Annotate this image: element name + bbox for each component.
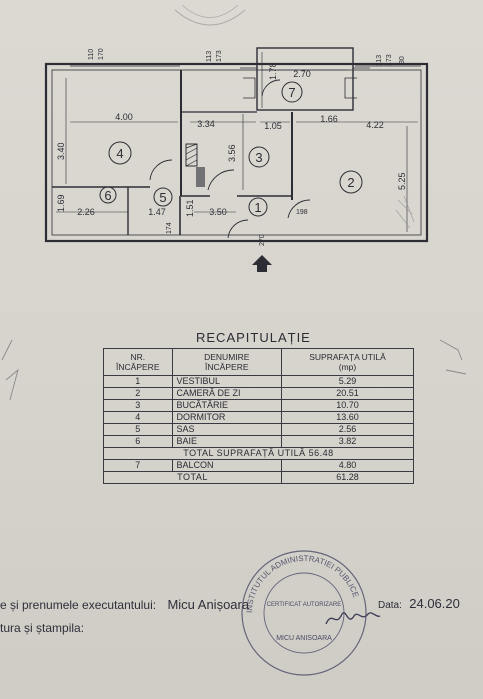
dim-113: 113 <box>206 51 213 62</box>
total-util-row: TOTAL SUPRAFAȚĂ UTILĂ 56.48 <box>103 447 414 460</box>
dim-110: 110 <box>88 49 95 60</box>
row-name: SAS <box>171 423 283 436</box>
balcon-area: 4.80 <box>281 459 414 472</box>
dim-270: 2.70 <box>293 69 311 79</box>
row-name: BAIE <box>171 435 283 448</box>
dimension-lines <box>56 52 418 232</box>
room-markers: 1 2 3 4 5 6 7 <box>99 81 363 217</box>
ventilation-shafts <box>185 143 205 187</box>
balcon-name: BALCON <box>171 459 283 472</box>
entrance-arrow-icon <box>252 255 272 272</box>
row-area: 2.56 <box>281 423 414 436</box>
dim-334: 3.34 <box>197 119 215 129</box>
table-row: 2 CAMERĂ DE ZI 20.51 <box>103 387 414 400</box>
balcony-rail <box>240 67 370 99</box>
room-number-1: 1 <box>254 200 261 215</box>
room-number-5: 5 <box>159 190 166 205</box>
balcony-outline <box>256 47 354 111</box>
dim-166: 1.66 <box>320 114 338 124</box>
dim-178: 1.78 <box>268 62 278 80</box>
dim-105: 1.05 <box>264 121 282 131</box>
room-number-2: 2 <box>347 175 354 190</box>
dim-174: 174 <box>166 222 173 234</box>
dim-173-right: 173 <box>386 54 393 66</box>
total-row: TOTAL 61.28 <box>102 471 414 484</box>
room-number-7: 7 <box>288 85 295 100</box>
total-util-label: TOTAL SUPRAFAȚĂ UTILĂ 56.48 <box>103 447 414 460</box>
dim-340: 3.40 <box>56 142 66 160</box>
row-nr: 6 <box>103 435 173 448</box>
dimension-labels: 110 170 113 173 113 173 30 1.78 2.70 4.0… <box>56 48 407 246</box>
row-nr: 5 <box>103 423 173 436</box>
dim-350: 3.50 <box>209 207 227 217</box>
dim-270-door: 270 <box>259 234 266 246</box>
footer-date-label: Data: <box>378 600 402 611</box>
total-label: TOTAL <box>102 471 283 484</box>
footer-date: Data: 24.06.20 <box>378 596 460 611</box>
floor-plan: 1 2 3 4 5 6 7 110 170 113 173 113 173 30 <box>44 4 429 272</box>
dim-147: 1.47 <box>148 207 166 217</box>
dim-525: 5.25 <box>397 172 407 190</box>
table-row: 3 BUCĂTĂRIE 10.70 <box>103 399 414 412</box>
footer-date-value: 24.06.20 <box>409 596 460 611</box>
dim-173: 173 <box>216 50 223 62</box>
footer-executant-name: Micu Anișoara <box>167 597 250 612</box>
dim-400: 4.00 <box>115 112 133 122</box>
header-nr: NR.ÎNCĂPERE <box>103 348 173 376</box>
dim-169: 1.69 <box>56 194 66 212</box>
dim-422: 4.22 <box>366 120 384 130</box>
room-number-3: 3 <box>255 150 262 165</box>
dim-226: 2.26 <box>77 207 95 217</box>
table-row: 6 BAIE 3.82 <box>103 435 414 448</box>
dim-151: 1.51 <box>185 199 195 217</box>
stamp-center-text: CERTIFICAT AUTORIZARE <box>267 602 342 608</box>
footer-line-2: tura și ștampila: <box>0 621 85 635</box>
header-suprafata: SUPRAFAȚA UTILĂ(mp) <box>281 348 414 376</box>
room-number-4: 4 <box>116 146 123 161</box>
doors <box>149 79 311 239</box>
inner-wall-line <box>51 69 422 236</box>
stamp-bottom-text: MICU ANISOARA <box>276 635 332 642</box>
margin-scribbles <box>1 339 467 401</box>
top-stamp-fragment <box>174 4 246 26</box>
dim-356: 3.56 <box>227 144 237 162</box>
signature <box>325 612 381 625</box>
balcon-row: 7 BALCON 4.80 <box>103 459 414 472</box>
row-area: 3.82 <box>281 435 414 448</box>
recap-title: RECAPITULAȚIE <box>196 330 311 345</box>
official-stamp: INSTITUTUL ADMINISTRATIEI PUBLICE CERTIF… <box>241 550 367 676</box>
footer-executant-label: e și prenumele executantului: <box>0 598 157 612</box>
dim-198: 198 <box>296 209 308 216</box>
room-number-6: 6 <box>104 188 111 203</box>
table-row: 5 SAS 2.56 <box>103 423 414 436</box>
total-area: 61.28 <box>281 471 414 484</box>
dim-30: 30 <box>399 56 406 64</box>
dim-170: 170 <box>98 48 105 60</box>
dim-113-right: 113 <box>376 55 383 66</box>
footer-line-1: e și prenumele executantului: Micu Anișo… <box>0 597 249 612</box>
table-row: 1 VESTIBUL 5.29 <box>103 375 414 388</box>
walls <box>44 47 429 243</box>
pencil-marks <box>395 195 415 229</box>
outer-wall <box>44 62 429 243</box>
balcon-nr: 7 <box>103 459 173 472</box>
